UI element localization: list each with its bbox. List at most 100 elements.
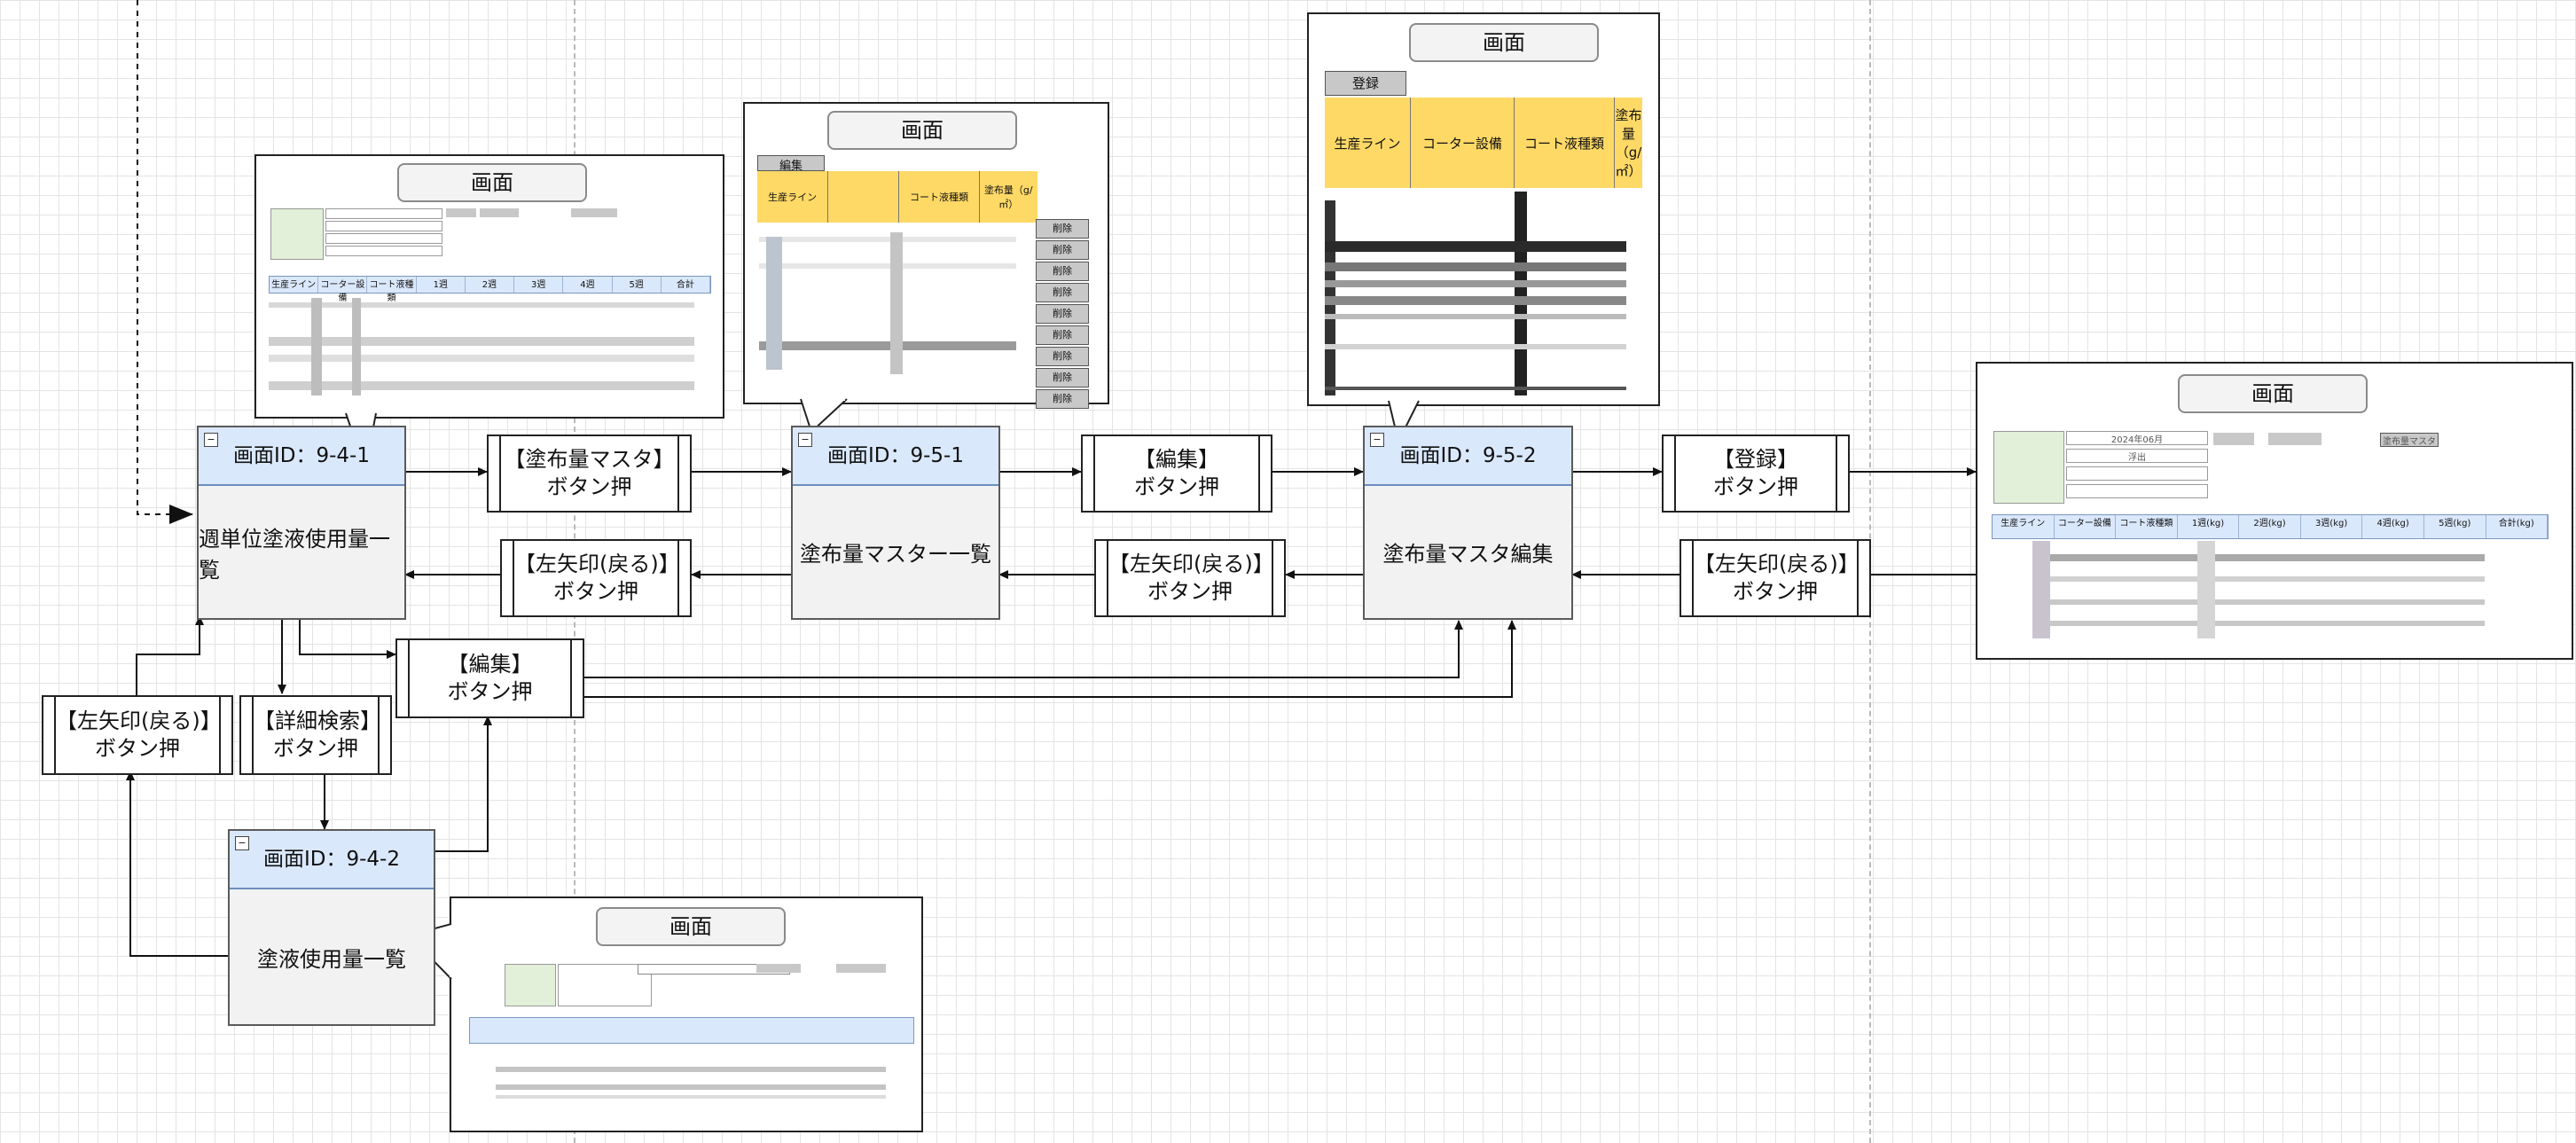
redacted-row: [1325, 387, 1626, 390]
preview-title: 画面: [2178, 374, 2368, 413]
search-form-input: [325, 246, 442, 256]
action-back-button[interactable]: 【左矢印(戻る)】ボタン押: [42, 695, 233, 775]
delete-button: 削除: [1036, 304, 1089, 324]
search-form-labels: [270, 208, 324, 260]
redacted-row: [759, 237, 1016, 242]
screen-node-9-5-1[interactable]: −画面ID：9-5-1 塗布量マスター一覧: [791, 426, 1000, 620]
header-cell: 合計(kg): [2486, 515, 2549, 538]
preview-title: 画面: [397, 163, 587, 202]
delete-button: 削除: [1036, 389, 1089, 409]
header-cell: 5週(kg): [2424, 515, 2486, 538]
delete-button: 削除: [1036, 283, 1089, 302]
screen-preview-9-5-1: 画面 編集 生産ライン コート液種類 塗布量（g/㎡） 削除削除削除削除削除削除…: [743, 102, 1109, 409]
action-edit-button[interactable]: 【編集】ボタン押: [395, 638, 584, 718]
preview-title: 画面: [596, 907, 786, 946]
preview-table-header: 生産ライン コーター設備 コート液種類 1週(kg) 2週(kg) 3週(kg)…: [1992, 514, 2549, 539]
redacted-column: [2032, 541, 2050, 638]
collapse-icon[interactable]: −: [1370, 433, 1384, 447]
header-cell: 3週(kg): [2301, 515, 2363, 538]
redacted-row: [269, 302, 694, 308]
header-cell: 3週: [514, 277, 564, 293]
edit-button: 編集: [757, 155, 825, 173]
screen-node-9-5-2[interactable]: − 画面ID：9-5-2 塗布量マスタ編集: [1363, 426, 1573, 620]
delete-button: 削除: [1036, 262, 1089, 281]
redacted-row: [759, 263, 1016, 269]
action-master-button[interactable]: 【塗布量マスタ】ボタン押: [487, 434, 692, 513]
action-label: 【左矢印(戻る)】: [1694, 552, 1860, 576]
redacted-row: [759, 341, 1016, 350]
equipment-select: [2066, 466, 2208, 481]
action-label: ボタン押: [95, 736, 180, 761]
screen-preview-9-5-2: 画面 登録 生産ライン コーター設備 コート液種類 塗布量（g/㎡）: [1307, 12, 1660, 406]
action-detail-search-button[interactable]: 【詳細検索】ボタン押: [239, 695, 392, 775]
action-register-button[interactable]: 【登録】ボタン押: [1662, 434, 1850, 513]
collapse-icon[interactable]: −: [235, 836, 249, 850]
header-cell: 1週: [417, 277, 466, 293]
redacted-column: [352, 298, 361, 395]
action-label: 【詳細検索】: [254, 709, 381, 733]
detail-search-button: [836, 964, 886, 973]
action-back-button[interactable]: 【左矢印(戻る)】ボタン押: [1094, 539, 1286, 617]
header-cell: 塗布量（g/㎡）: [1615, 107, 1642, 179]
action-label: ボタン押: [1713, 474, 1798, 499]
master-button: [571, 208, 617, 217]
screen-node-9-4-1[interactable]: −画面ID：9-4-1 週単位塗液使用量一覧: [197, 426, 406, 620]
screen-preview-9-4-2: 画面: [450, 896, 923, 1132]
action-label: 【編集】: [447, 652, 533, 677]
action-label: 【登録】: [1713, 447, 1798, 472]
redacted-column: [766, 237, 782, 370]
search-form-input: [325, 233, 442, 244]
delete-buttons-column: 削除削除削除削除削除削除削除削除削除: [1036, 219, 1089, 411]
screen-name: 週単位塗液使用量一覧: [199, 526, 390, 583]
redacted-column: [311, 298, 322, 395]
delete-button: 削除: [1036, 240, 1089, 260]
screen-name: 塗液使用量一覧: [257, 946, 406, 972]
header-cell: 4週(kg): [2362, 515, 2424, 538]
header-cell: 生産ライン: [1993, 515, 2055, 538]
preview-title: 画面: [827, 111, 1017, 150]
header-cell: コーター設備: [2055, 515, 2117, 538]
master-button: 塗布量マスタ: [2380, 433, 2439, 447]
header-cell: 2週(kg): [2239, 515, 2301, 538]
header-cell: コーター設備: [1411, 98, 1515, 188]
search-button: [756, 964, 801, 973]
screen-name: 塗布量マスタ編集: [1382, 542, 1554, 567]
header-cell: コート液種類: [1515, 98, 1615, 188]
collapse-icon[interactable]: −: [204, 433, 218, 447]
redacted-row: [1325, 344, 1626, 349]
redacted-row: [1325, 314, 1626, 319]
header-cell: コート液種類: [2116, 515, 2178, 538]
action-edit-button[interactable]: 【編集】ボタン押: [1081, 434, 1272, 513]
redacted-row: [2032, 621, 2485, 626]
screen-id-label: 画面ID：9-5-2: [1399, 444, 1537, 467]
preview-table-header: [469, 1017, 914, 1044]
search-form-input: [325, 208, 442, 219]
action-label: ボタン押: [553, 579, 638, 604]
preview-table-header: 生産ライン コーター設備 コート液種類 塗布量（g/㎡）: [1325, 98, 1642, 188]
search-button: [446, 208, 476, 217]
redacted-row: [2032, 599, 2485, 605]
collapse-icon[interactable]: −: [798, 433, 812, 447]
header-cell: 塗布量（g/㎡）: [983, 184, 1033, 210]
action-label: ボタン押: [546, 474, 632, 499]
action-label: ボタン押: [273, 736, 358, 761]
screen-node-9-4-2[interactable]: −画面ID：9-4-2 塗液使用量一覧: [228, 829, 435, 1026]
delete-button: 削除: [1036, 219, 1089, 239]
preview-table-header: 生産ライン コーター設備 コート液種類 1週 2週 3週 4週 5週 合計: [269, 276, 711, 303]
redacted-row: [496, 1067, 886, 1072]
header-cell: コート液種類: [899, 171, 980, 223]
redacted-row: [269, 355, 694, 362]
detail-search-button: [2268, 433, 2322, 445]
factory-select: 浮出: [2066, 449, 2208, 463]
entry-connector: [137, 0, 193, 524]
header-cell: 生産ライン: [1325, 98, 1411, 188]
screen-preview-weekly: 画面 2024年06月 浮出 塗布量マスタ 生産ライン コーター設備 コート液種…: [1976, 362, 2573, 660]
action-back-button[interactable]: 【左矢印(戻る)】ボタン押: [1679, 539, 1871, 617]
action-label: ボタン押: [1134, 474, 1219, 499]
preview-title: 画面: [1409, 23, 1599, 62]
action-back-button[interactable]: 【左矢印(戻る)】ボタン押: [500, 539, 692, 617]
header-cell: 合計: [662, 277, 710, 293]
redacted-row: [2032, 554, 2485, 561]
